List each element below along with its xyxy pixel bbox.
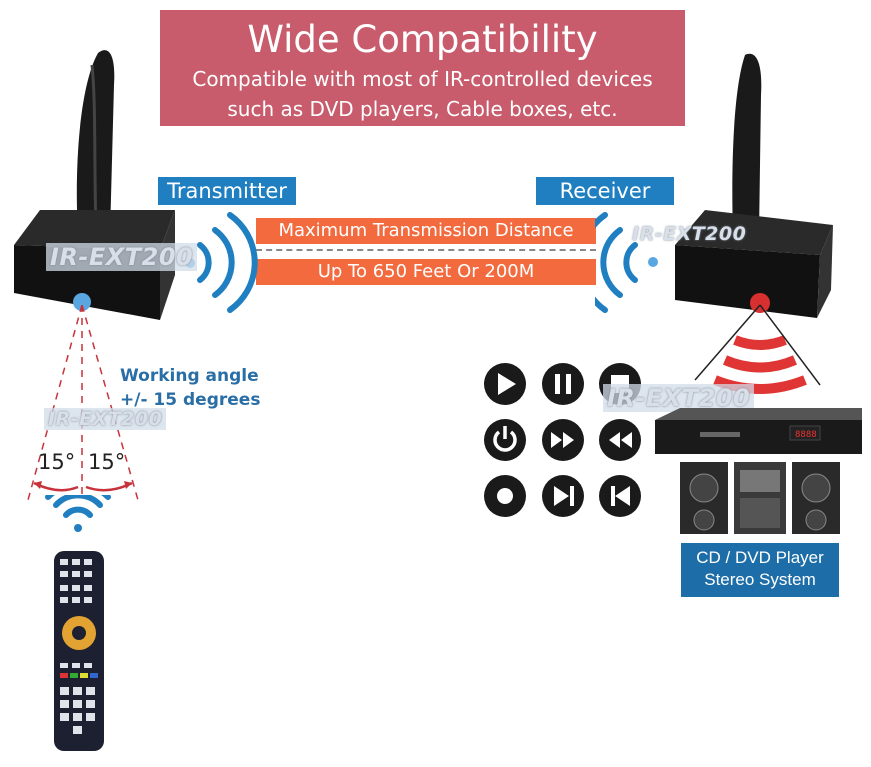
distance-value: Up To 650 Feet Or 200M xyxy=(256,259,596,285)
angle-left-degrees: 15° xyxy=(38,450,76,474)
angle-caption: Working angle +/- 15 degrees xyxy=(120,364,260,412)
dvd-stereo-device: 8888 xyxy=(655,408,862,534)
receiver-watermark: IR-EXT200 xyxy=(632,223,747,245)
remote-control xyxy=(45,495,111,751)
banner-subtitle-line1: Compatible with most of IR-controlled de… xyxy=(192,67,653,91)
transmitter-device xyxy=(14,50,258,320)
angle-watermark: IR-EXT200 xyxy=(44,408,167,430)
device-caption-line1: CD / DVD Player xyxy=(696,548,824,567)
angle-right-degrees: 15° xyxy=(88,450,126,474)
transmitter-label: Transmitter xyxy=(158,177,296,205)
distance-label: Maximum Transmission Distance xyxy=(256,218,596,244)
media-button-grid xyxy=(483,362,643,522)
receiver-label: Receiver xyxy=(536,177,674,205)
svg-text:8888: 8888 xyxy=(795,430,817,440)
banner-subtitle-line2: such as DVD players, Cable boxes, etc. xyxy=(227,97,618,121)
angle-caption-line1: Working angle xyxy=(120,366,259,386)
receiver-device xyxy=(595,53,833,394)
header-banner: Wide Compatibility Compatible with most … xyxy=(160,10,685,126)
angle-cone xyxy=(27,305,139,501)
media-watermark: IR-EXT200 xyxy=(603,384,755,412)
distance-line xyxy=(256,249,596,251)
angle-caption-line2: +/- 15 degrees xyxy=(120,390,261,410)
banner-title: Wide Compatibility xyxy=(247,18,598,61)
transmitter-watermark: IR-EXT200 xyxy=(46,243,198,271)
device-caption: CD / DVD Player Stereo System xyxy=(681,543,839,597)
device-caption-line2: Stereo System xyxy=(704,570,816,589)
